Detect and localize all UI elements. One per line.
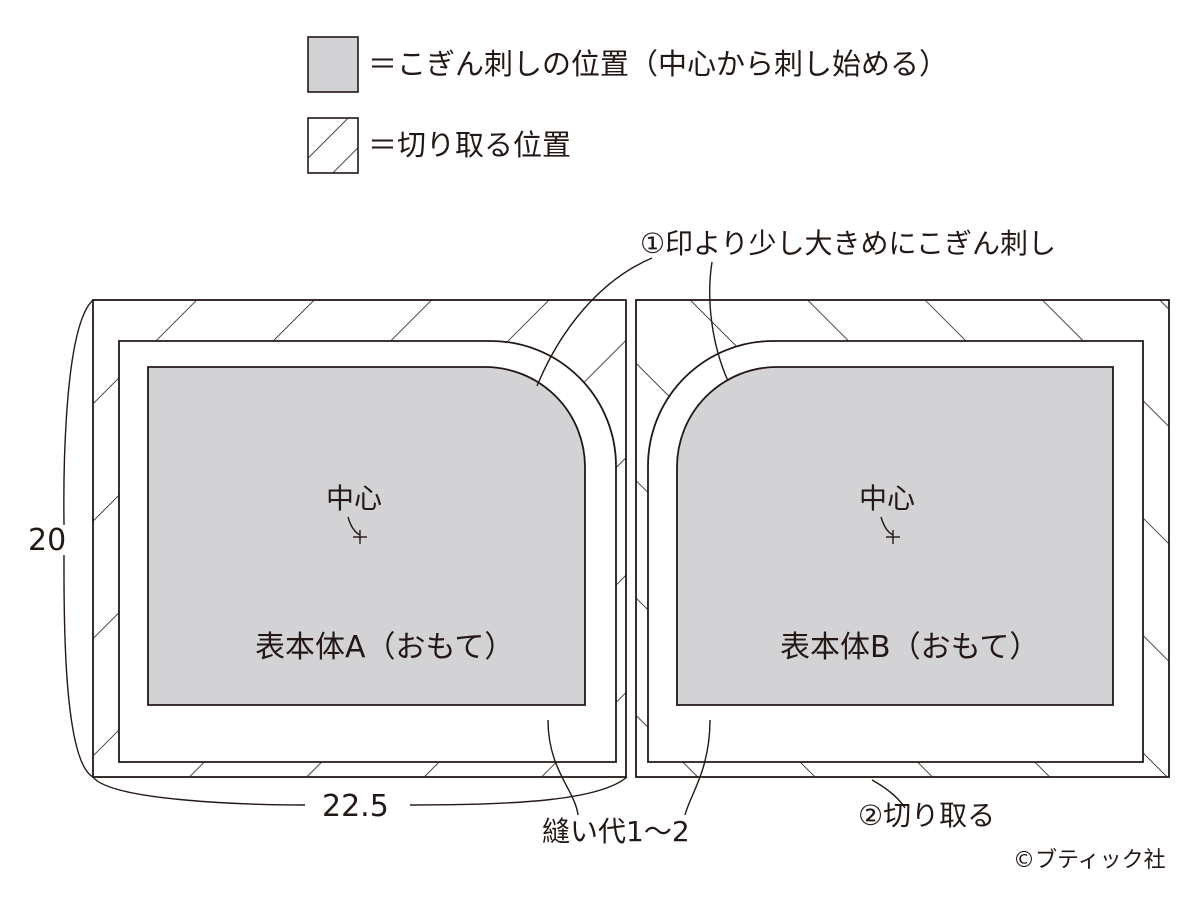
legend-stitch-label: ＝こぎん刺しの位置（中心から刺し始める） <box>368 47 949 81</box>
legend-gray-swatch <box>307 36 359 93</box>
panel-b <box>635 299 1170 778</box>
legend-cut-label: ＝切り取る位置 <box>368 128 572 162</box>
panel-b-center-label: 中心 <box>859 482 916 515</box>
panel-a-cut-area <box>93 300 626 777</box>
height-dimension: 20 <box>28 523 67 558</box>
panel-b-name: 表本体B（おもて） <box>780 630 1040 665</box>
copyright: ©ブティック社 <box>1013 848 1166 873</box>
stitch-note: ①印より少し大きめにこぎん刺し <box>640 227 1056 260</box>
width-dimension: 22.5 <box>322 789 389 824</box>
panel-a-stitch-area <box>147 366 586 706</box>
panel-a <box>92 299 627 778</box>
panel-b-stitch-area <box>676 366 1114 706</box>
leader-lines <box>63 257 906 816</box>
legend-hatch-swatch <box>307 117 359 174</box>
panel-a-center-label: 中心 <box>326 482 383 515</box>
cut-note: ②切り取る <box>858 799 996 832</box>
panel-b-cut-area <box>636 300 1169 777</box>
panel-a-name: 表本体A（おもて） <box>255 630 515 665</box>
seam-allowance-label: 縫い代1〜2 <box>542 815 690 848</box>
